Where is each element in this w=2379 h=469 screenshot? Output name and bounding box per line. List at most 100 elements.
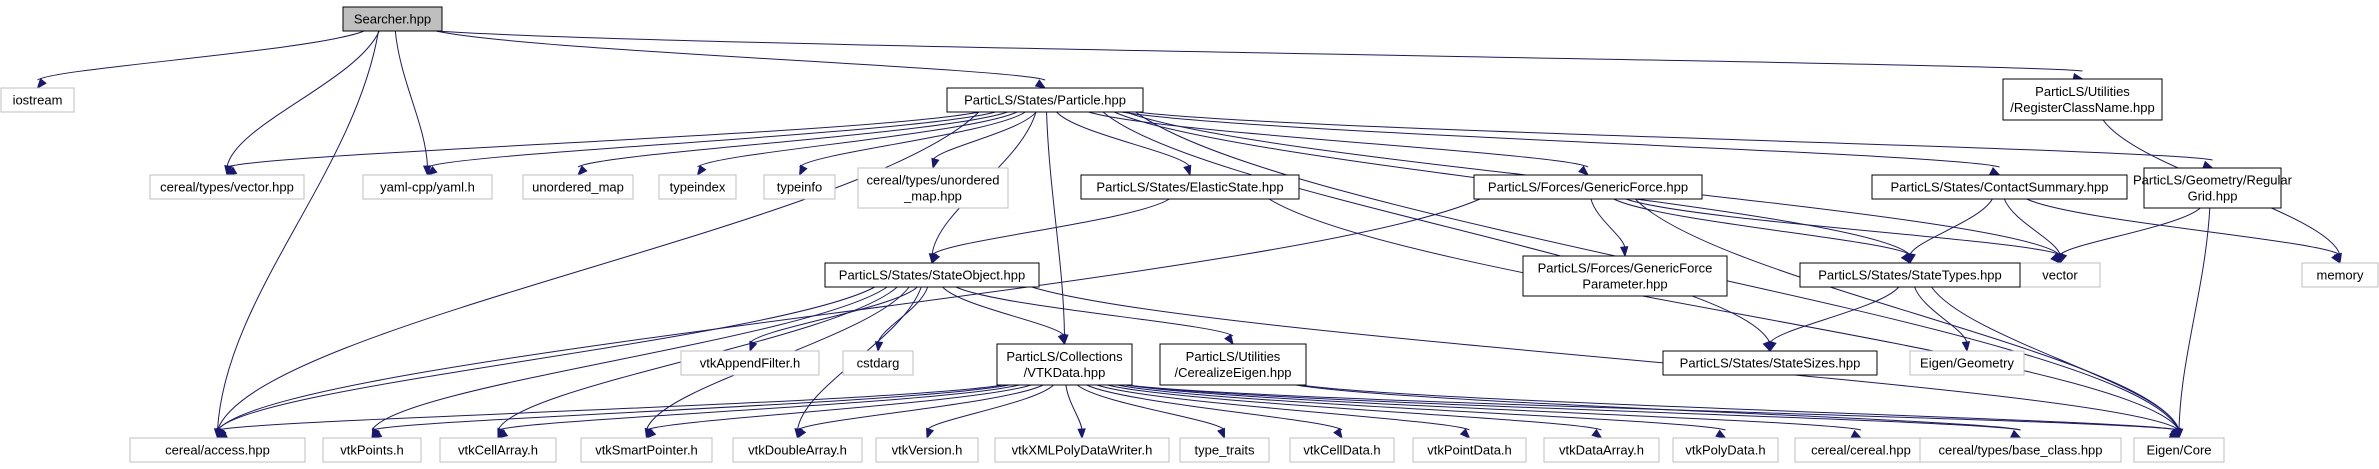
arrowhead	[426, 165, 438, 176]
node-memory: memory	[2301, 262, 2379, 288]
edge-searcher-to-particle	[435, 30, 1047, 89]
node-box	[580, 437, 713, 463]
node-box	[1412, 437, 1527, 463]
node-vtksmartptr: vtkSmartPointer.h	[580, 437, 713, 463]
node-label: vtkCellData.h	[1303, 443, 1380, 458]
node-vtkpoints: vtkPoints.h	[322, 437, 422, 463]
node-particle[interactable]: ParticLS/States/Particle.hpp	[946, 87, 1144, 113]
node-box	[1794, 437, 1928, 463]
edge-cerealizeeigen-to-eigencore	[1299, 384, 2181, 439]
node-gfparam[interactable]: ParticLS/Forces/GenericForceParameter.hp…	[1522, 255, 1728, 297]
node-box	[2133, 437, 2225, 463]
node-elasticstate[interactable]: ParticLS/States/ElasticState.hpp	[1080, 174, 1300, 200]
arrowhead	[931, 157, 940, 170]
node-label: Searcher.hpp	[354, 12, 431, 27]
node-label: Grid.hpp	[2188, 189, 2238, 204]
node-label: ParticLS/Geometry/Regular	[2133, 173, 2293, 188]
node-box	[1662, 350, 1878, 376]
arrowhead	[1961, 341, 1971, 353]
edge-stateobject-to-cerealizeeigen	[955, 286, 1234, 346]
node-box	[322, 437, 422, 463]
node-box	[763, 174, 836, 200]
node-label: typeindex	[670, 180, 726, 195]
arrowhead	[422, 165, 432, 177]
node-box	[522, 174, 634, 200]
node-box	[824, 262, 1040, 288]
node-contactsummary[interactable]: ParticLS/States/ContactSummary.hpp	[1871, 174, 2128, 200]
edge-genericforce-to-gfparam	[1590, 198, 1629, 258]
arrowhead	[1989, 166, 2001, 176]
node-label: ParticLS/States/Particle.hpp	[964, 93, 1126, 108]
node-typeinfo: typeinfo	[763, 174, 836, 200]
node-box	[994, 437, 1170, 463]
node-vtkversion: vtkVersion.h	[875, 437, 979, 463]
node-box	[1473, 174, 1703, 200]
edge-searcher-to-cereal_vector	[224, 30, 380, 177]
node-box	[1522, 255, 1728, 297]
node-registerclass[interactable]: ParticLS/Utilities/RegisterClassName.hpp	[2002, 78, 2163, 121]
edge-vtkdata-to-vtkpointdata	[1096, 384, 1471, 439]
arrowhead	[1077, 428, 1086, 440]
node-vtkappend: vtkAppendFilter.h	[680, 350, 820, 376]
node-statesizes[interactable]: ParticLS/States/StateSizes.hpp	[1662, 350, 1878, 376]
edge-regulargrid-to-eigencore	[2174, 207, 2211, 440]
edge-vtkdata-to-vtkdoublearray	[796, 384, 1044, 440]
node-genericforce[interactable]: ParticLS/Forces/GenericForce.hpp	[1473, 174, 1703, 200]
node-label: vtkDataArray.h	[1559, 443, 1644, 458]
edge-vtkdata-to-vtkdataarray	[1107, 384, 1603, 439]
edge-particle-to-typeindex	[696, 111, 1018, 177]
edge-genericforce-to-cereal_access	[216, 198, 1481, 440]
node-box	[1871, 174, 2128, 200]
edge-vtkdata-to-vtkpolydata	[1117, 384, 1727, 439]
node-label: cereal/types/vector.hpp	[160, 180, 294, 195]
node-vtkxml: vtkXMLPolyDataWriter.h	[994, 437, 1170, 463]
edge-contactsummary-to-memory	[2026, 198, 2341, 265]
node-label: Eigen/Geometry	[1920, 356, 2014, 371]
arrowhead	[1619, 246, 1629, 258]
node-label: Eigen/Core	[2146, 443, 2211, 458]
node-label: ParticLS/States/ContactSummary.hpp	[1891, 180, 2109, 195]
arrowhead	[645, 428, 657, 439]
edge-particle-to-unordered_map	[577, 111, 1008, 176]
node-cerealizeeigen[interactable]: ParticLS/Utilities/CerealizeEigen.hpp	[1159, 343, 1307, 386]
node-box	[857, 167, 1009, 209]
node-box	[2301, 262, 2379, 288]
arrowhead	[1459, 428, 1471, 439]
node-label: ParticLS/States/StateObject.hpp	[839, 268, 1025, 283]
node-type_traits: type_traits	[1179, 437, 1270, 463]
arrowhead	[1591, 428, 1603, 439]
node-box	[2143, 167, 2282, 209]
node-cereal_access: cereal/access.hpp	[129, 437, 306, 463]
node-stateobject[interactable]: ParticLS/States/StateObject.hpp	[824, 262, 1040, 288]
node-box	[1080, 174, 1300, 200]
node-vtkdata[interactable]: ParticLS/Collections/VTKData.hpp	[996, 343, 1133, 386]
node-label: vtkXMLPolyDataWriter.h	[1012, 443, 1153, 458]
edge-genericforce-to-vector	[1625, 198, 2061, 264]
node-eigencore: Eigen/Core	[2133, 437, 2225, 463]
node-box	[658, 174, 737, 200]
node-cereal_baseclass: cereal/types/base_class.hpp	[1919, 437, 2122, 463]
edge-particle-to-elasticstate	[1056, 111, 1192, 177]
node-label: ParticLS/Forces/GenericForce.hpp	[1488, 180, 1688, 195]
node-box	[1289, 437, 1395, 463]
node-box	[129, 437, 306, 463]
node-box	[362, 174, 493, 200]
edge-vtkdata-to-vtkversion	[926, 384, 1054, 440]
node-box	[1179, 437, 1270, 463]
edge-vtkdata-to-vtkcellarray	[496, 384, 1020, 439]
edge-statetypes-to-eigengeom	[1914, 286, 1971, 353]
node-box	[875, 437, 979, 463]
node-box	[1543, 437, 1660, 463]
arrowhead	[36, 77, 47, 90]
arrowhead	[1183, 164, 1192, 177]
node-statetypes[interactable]: ParticLS/States/StateTypes.hpp	[1799, 262, 2021, 288]
node-label: cereal/access.hpp	[165, 443, 270, 458]
node-vtkpolydata: vtkPolyData.h	[1672, 437, 1779, 463]
node-label: ParticLS/States/ElasticState.hpp	[1096, 180, 1283, 195]
edge-searcher-to-registerclass	[435, 30, 2084, 82]
node-box	[1919, 437, 2122, 463]
node-searcher[interactable]: Searcher.hpp	[342, 6, 443, 32]
node-label: memory	[2317, 268, 2364, 283]
edge-vtkdata-to-type_traits	[1076, 384, 1226, 440]
